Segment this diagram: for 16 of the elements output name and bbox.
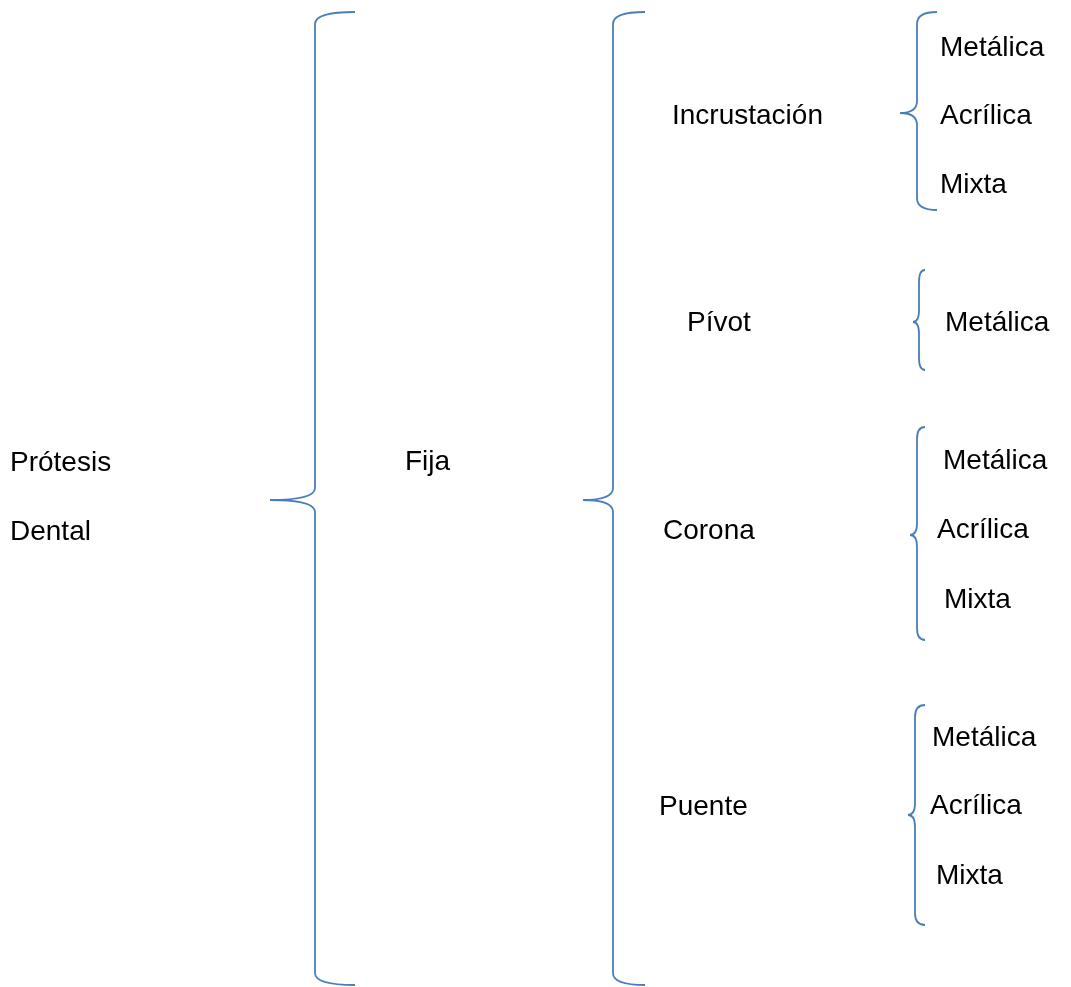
term-text: Metálica	[940, 30, 1045, 64]
term-text: Mixta	[944, 582, 1011, 616]
term-text: Fija	[405, 444, 451, 478]
term-text: Mixta	[936, 858, 1003, 892]
term-text: Pívot	[687, 305, 751, 339]
term-text: Mixta	[940, 167, 1007, 201]
term-text: Acrílica	[937, 512, 1029, 546]
term-text: Prótesis Dental	[10, 445, 113, 548]
term-text: Acrílica	[930, 788, 1022, 822]
term-text: Metálica	[932, 720, 1037, 754]
term-text: Metálica	[945, 305, 1050, 339]
term-text: Corona	[663, 513, 755, 547]
term-text: Metálica	[943, 443, 1048, 477]
term-text: Incrustación	[672, 98, 823, 132]
term-text: Acrílica	[940, 98, 1032, 132]
term-text: Puente	[659, 789, 748, 823]
